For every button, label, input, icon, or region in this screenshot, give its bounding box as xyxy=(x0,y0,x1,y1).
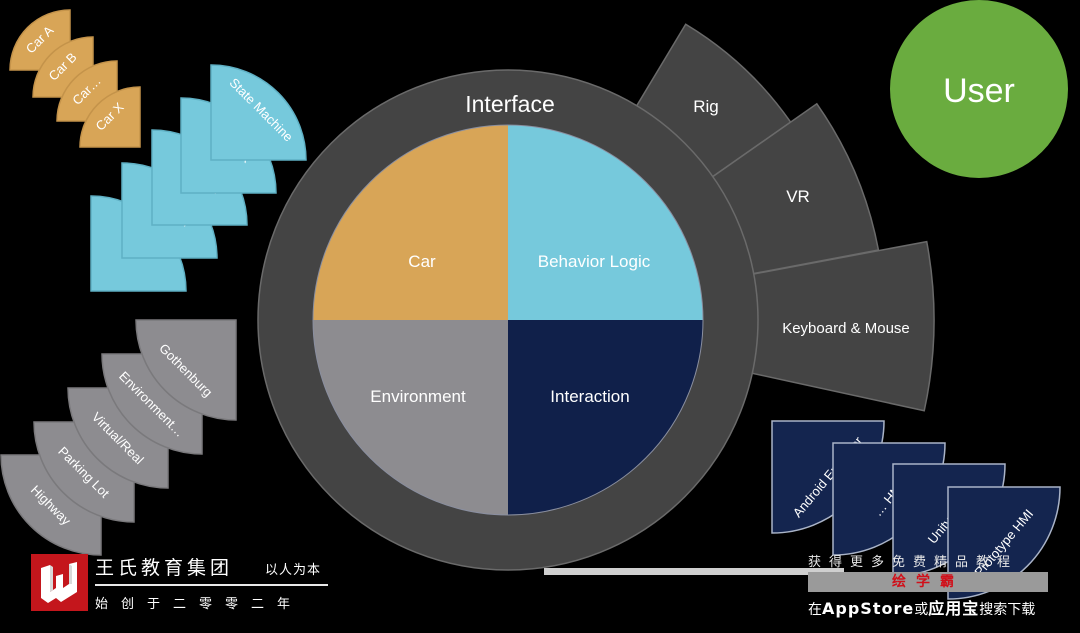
promo-app-name: 绘学霸 xyxy=(892,574,964,590)
promo-divider xyxy=(544,568,844,575)
w-logo-icon xyxy=(41,562,77,603)
brand-since: 始创于二零零二年 xyxy=(95,597,304,612)
promo-tagline: 获得更多免费精品教程 xyxy=(808,555,1019,570)
quadrant-label: Environment xyxy=(370,387,466,406)
promo-download-text: 在AppStore或应用宝搜索下载 xyxy=(808,595,1035,619)
quadrant-label: Car xyxy=(408,252,436,271)
quadrant-car xyxy=(313,125,508,320)
environment-variant-gothenburg xyxy=(135,319,237,421)
promo-prefix: 在 xyxy=(808,602,822,618)
promo-app-band: 绘学霸 xyxy=(808,572,1048,592)
core-outline xyxy=(312,124,704,516)
quadrant-label: Behavior Logic xyxy=(538,252,651,271)
brand-divider xyxy=(95,584,328,586)
promo-or: 或 xyxy=(914,602,929,618)
brand-logo xyxy=(31,554,88,611)
promo-store: AppStore xyxy=(822,599,915,618)
quadrant-behavior-logic xyxy=(508,125,703,320)
car-variant-car-x xyxy=(79,86,141,148)
interface-sector-label: Rig xyxy=(693,97,719,116)
interaction-variant-prototype-hmi xyxy=(947,486,1061,600)
promo-suffix: 搜索下载 xyxy=(979,602,1036,618)
user-label: User xyxy=(943,72,1015,110)
interface-label: Interface xyxy=(465,91,555,117)
logic-variant-state-machine xyxy=(210,64,307,161)
interface-sector-label: Keyboard & Mouse xyxy=(782,320,910,337)
brand-name: 王氏教育集团 xyxy=(95,557,234,579)
promo-market: 应用宝 xyxy=(928,599,980,618)
brand-slogan: 以人为本 xyxy=(265,563,322,578)
quadrant-environment xyxy=(313,320,508,515)
quadrant-interaction xyxy=(508,320,703,515)
interface-sector-label: VR xyxy=(786,187,810,206)
user-circle xyxy=(890,0,1068,178)
quadrant-label: Interaction xyxy=(550,387,629,406)
